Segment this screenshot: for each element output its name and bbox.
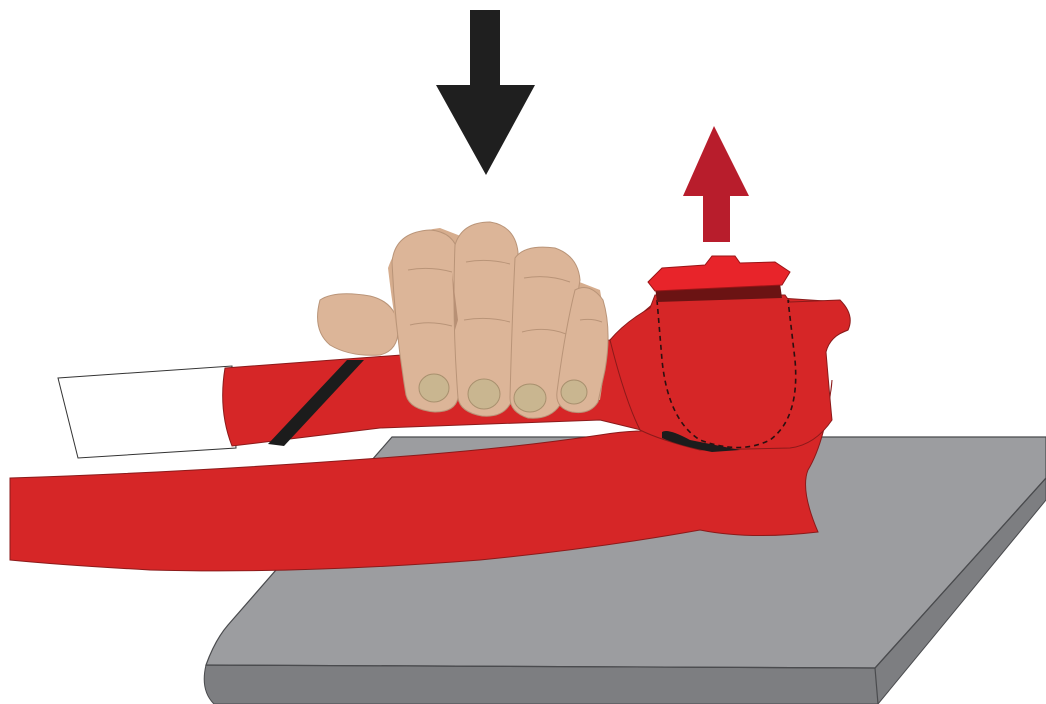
splint-hand-block — [610, 295, 850, 450]
splint-cap — [648, 256, 790, 302]
thumb — [318, 294, 399, 356]
nail-ring — [514, 384, 546, 412]
nail-middle — [468, 379, 500, 409]
up-arrow-icon — [683, 126, 749, 242]
nail-index — [419, 374, 449, 402]
white-sleeve — [58, 366, 236, 458]
cap-top — [648, 256, 790, 291]
nail-little — [561, 380, 587, 404]
down-arrow-icon — [436, 10, 535, 175]
